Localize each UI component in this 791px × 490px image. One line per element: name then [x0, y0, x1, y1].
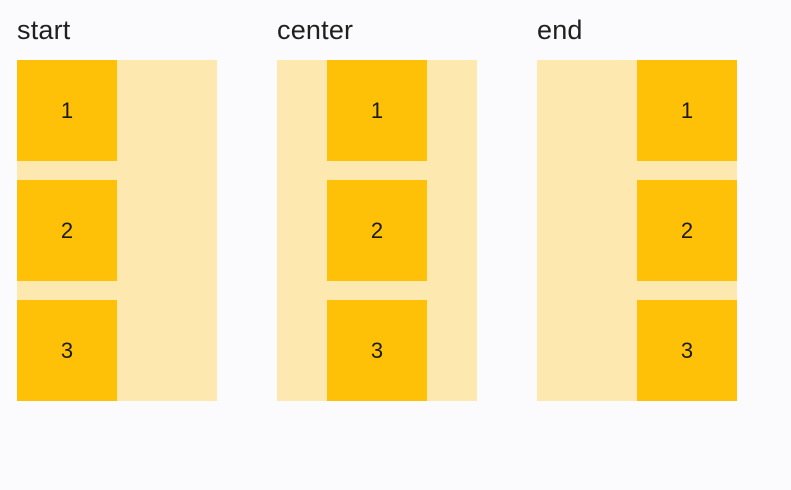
- alignment-column-end: end 1 2 3: [537, 13, 737, 401]
- flex-item: 3: [637, 300, 737, 401]
- flex-item: 1: [327, 60, 427, 161]
- flex-item-label: 3: [680, 337, 694, 363]
- flex-container-start: 1 2 3: [17, 60, 217, 401]
- flex-item: 3: [17, 300, 117, 401]
- flex-item: 1: [17, 60, 117, 161]
- column-label-end: end: [537, 15, 583, 45]
- flex-item-label: 2: [370, 217, 384, 243]
- flex-item-label: 3: [60, 337, 74, 363]
- flex-item: 2: [17, 180, 117, 281]
- alignment-column-center: center 1 2 3: [277, 13, 477, 401]
- flex-item-label: 1: [680, 97, 694, 123]
- flex-item: 3: [327, 300, 427, 401]
- flex-item: 2: [637, 180, 737, 281]
- flex-container-center: 1 2 3: [277, 60, 477, 401]
- flex-item: 2: [327, 180, 427, 281]
- flex-item: 1: [637, 60, 737, 161]
- flex-item-label: 2: [60, 217, 74, 243]
- column-label-center: center: [277, 15, 354, 45]
- flex-container-end: 1 2 3: [537, 60, 737, 401]
- flex-item-label: 2: [680, 217, 694, 243]
- column-label-start: start: [17, 15, 71, 45]
- flex-item-label: 1: [370, 97, 384, 123]
- flex-item-label: 3: [370, 337, 384, 363]
- flex-item-label: 1: [60, 97, 74, 123]
- alignment-column-start: start 1 2 3: [17, 13, 217, 401]
